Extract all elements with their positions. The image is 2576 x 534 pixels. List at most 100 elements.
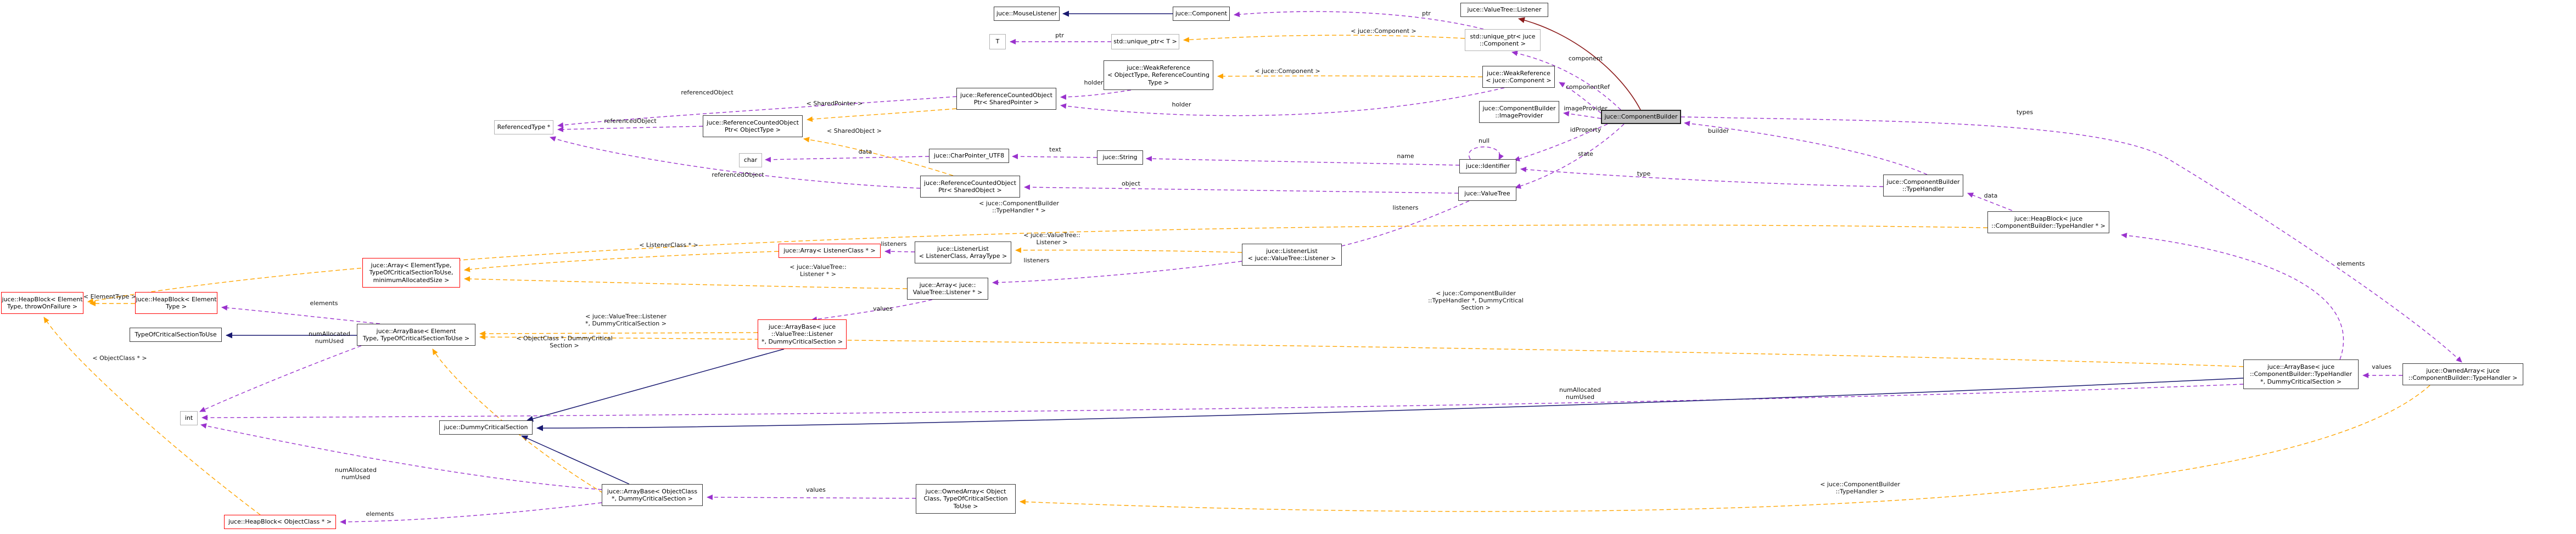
node-heapblock-elementtype[interactable]: juce::HeapBlock< Element Type > (135, 292, 217, 314)
node-typeofcriticalsectiontouse: TypeOfCriticalSectionToUse (130, 328, 222, 342)
node-arraybase-objectclass[interactable]: juce::ArrayBase< ObjectClass *, DummyCri… (602, 484, 703, 506)
edge-string-text-charpointer (1012, 154, 1097, 160)
edge-label-tpl-component: < juce::Component > (1351, 27, 1416, 35)
edge-arraylistenerclass-template (464, 251, 779, 272)
edge-weakreftemplate-holder (1060, 89, 1132, 100)
node-array-template[interactable]: juce::Array< ElementType, TypeOfCritical… (362, 258, 460, 288)
edge-arraybasevt-inherits-dummycs (527, 348, 785, 422)
node-componentbuilder-typehandler[interactable]: juce::ComponentBuilder ::TypeHandler (1883, 175, 1963, 196)
node-heapblock-typehandler[interactable]: juce::HeapBlock< juce ::ComponentBuilder… (1987, 211, 2109, 233)
edge-label-tpl-sharedobject: < SharedObject > (827, 127, 882, 134)
edge-label-values: values (2372, 363, 2392, 370)
edge-label-holder: holder (1172, 101, 1191, 108)
edge-label-elements: elements (310, 300, 338, 307)
edge-label-name: name (1397, 153, 1414, 160)
edge-rcopsharedobject-template (803, 137, 954, 176)
edge-label-referencedObject: referencedObject (681, 89, 733, 96)
edge-label-listeners: listeners (1392, 204, 1419, 211)
node-heapblock-template[interactable]: juce::HeapBlock< Element Type, throwOnFa… (1, 292, 83, 314)
node-juce-weakreference-template[interactable]: juce::WeakReference < ObjectType, Refere… (1104, 60, 1213, 90)
edge-valuetree-object (1024, 184, 1459, 194)
node-arraybase-valuetree-listener[interactable]: juce::ArrayBase< juce ::ValueTree::Liste… (758, 319, 847, 349)
node-arraybase-typehandler[interactable]: juce::ArrayBase< juce ::ComponentBuilder… (2243, 359, 2359, 389)
node-juce-componentbuilder-main: juce::ComponentBuilder (1601, 110, 1681, 124)
edge-label-tpl-vtlistener: < juce::ValueTree:: Listener * > (789, 263, 847, 278)
node-listenerlist-valuetree[interactable]: juce::ListenerList < juce::ValueTree::Li… (1242, 244, 1342, 266)
edge-label-tpl-ownedarray-typehandler: < juce::ComponentBuilder ::TypeHandler > (1820, 481, 1900, 496)
edge-label-component: component (1568, 55, 1603, 62)
edge-typehandler-type-identifier (1520, 166, 1884, 187)
edge-arraybaseobjectclass-num-int (200, 423, 602, 490)
edge-arraybasetypehandler-num-int (201, 384, 2244, 420)
edge-label-listeners: listeners (881, 240, 907, 248)
node-juce-weakreference-component[interactable]: juce::WeakReference < juce::Component > (1482, 66, 1555, 88)
edge-rcopsharedpointer-referencedObject (557, 96, 957, 128)
node-array-valuetree-listener[interactable]: juce::Array< juce:: ValueTree::Listener … (907, 278, 988, 300)
edge-label-numAllocated: numAllocated numUsed (335, 466, 377, 481)
edge-label-referencedObject: referencedObject (604, 117, 657, 125)
edge-componentbuilder-inherits-valuetreelistener (1518, 17, 1641, 110)
edge-label-data: data (858, 148, 872, 155)
edge-label-imageProvider: imageProvider (1564, 105, 1608, 112)
node-heapblock-objectclass[interactable]: juce::HeapBlock< ObjectClass * > (224, 515, 336, 529)
edge-label-componentRef: componentRef (1565, 83, 1610, 91)
edge-arraybasetypehandler-elements (2121, 233, 2344, 360)
node-listenerlist-template[interactable]: juce::ListenerList < ListenerClass, Arra… (915, 241, 1011, 263)
edge-label-elements: elements (366, 510, 394, 518)
node-juce-dummycriticalsection[interactable]: juce::DummyCriticalSection (439, 420, 533, 435)
node-int: int (180, 411, 198, 425)
node-juce-string[interactable]: juce::String (1097, 150, 1143, 165)
node-template-param-T: T (989, 34, 1006, 49)
edge-label-tpl-sharedpointer: < SharedPointer > (806, 100, 863, 107)
edge-arraybasevt-template (479, 330, 758, 336)
edge-uniqueptrComponent-template (1183, 35, 1465, 43)
edge-componentbuilder-idProperty (1514, 123, 1608, 162)
node-ownedarray-typehandler[interactable]: juce::OwnedArray< juce ::ComponentBuilde… (2403, 363, 2523, 385)
edge-label-tpl-arraybase-typehandler: < juce::ComponentBuilder ::TypeHandler *… (1428, 290, 1524, 312)
edge-label-state: state (1578, 150, 1593, 158)
node-juce-component[interactable]: juce::Component (1173, 7, 1230, 21)
edge-componentbuilder-componentRef (1559, 82, 1601, 114)
edge-componentbuilder-component (1511, 50, 1621, 110)
edge-label-idProperty: idProperty (1570, 126, 1601, 133)
node-std-unique-ptr-T: std::unique_ptr< T > (1111, 34, 1179, 49)
edge-label-types: types (2016, 109, 2034, 116)
edge-label-holder: holder (1084, 79, 1104, 86)
edge-arraybasetypehandler-inherits-dummycs (536, 378, 2244, 431)
edge-label-ptr: ptr (1422, 10, 1431, 17)
edge-componentbuilder-imageProvider (1563, 111, 1601, 119)
edge-arrayvtlistener-values (811, 299, 933, 322)
edge-label-values: values (873, 305, 893, 312)
edge-ownedarraytypehandler-template (1020, 385, 2431, 512)
edge-label-elements: elements (2337, 260, 2365, 267)
edge-label-tpl-listenerclass: < ListenerClass * > (639, 241, 698, 249)
edge-label-object: object (1122, 180, 1140, 187)
node-juce-identifier[interactable]: juce::Identifier (1459, 159, 1516, 173)
node-juce-valuetree[interactable]: juce::ValueTree (1458, 187, 1516, 201)
node-array-listenerclass[interactable]: juce::Array< ListenerClass * > (779, 244, 881, 258)
node-juce-valuetree-listener[interactable]: juce::ValueTree::Listener (1460, 3, 1548, 17)
node-rcop-objecttype[interactable]: juce::ReferenceCountedObject Ptr< Object… (703, 115, 803, 137)
node-juce-charpointer-utf8[interactable]: juce::CharPointer_UTF8 (929, 149, 1009, 163)
edge-arrayvtlistener-template (464, 276, 908, 289)
node-rcop-sharedobject[interactable]: juce::ReferenceCountedObject Ptr< Shared… (920, 176, 1020, 198)
node-ownedarray-template[interactable]: juce::OwnedArray< Object Class, TypeOfCr… (916, 484, 1016, 514)
node-char: char (739, 153, 762, 167)
edge-heapblocktypehandler-template (87, 224, 1988, 304)
edge-label-listeners: listeners (1023, 257, 1050, 264)
edge-label-text: text (1049, 146, 1061, 153)
edge-componentbuilder-state (1515, 123, 1625, 189)
node-referencedtype-ptr: ReferencedType * (494, 120, 553, 134)
node-rcop-sharedpointer[interactable]: juce::ReferenceCountedObject Ptr< Shared… (956, 88, 1056, 110)
edge-listenerlistvt-listeners (992, 261, 1242, 285)
node-arraybase-template[interactable]: juce::ArrayBase< Element Type, TypeOfCri… (357, 324, 475, 346)
node-componentbuilder-imageprovider[interactable]: juce::ComponentBuilder ::ImageProvider (1479, 101, 1559, 123)
edge-ownedarraytemplate-values (707, 494, 916, 501)
edge-heapblockobjectclass-template (43, 317, 261, 515)
edge-label-values: values (806, 486, 826, 493)
edge-label-tpl-objectclass: < ObjectClass * > (92, 355, 147, 362)
node-juce-mouselistener[interactable]: juce::MouseListener (994, 7, 1060, 21)
edge-componentbuilder-types (1681, 116, 2462, 363)
